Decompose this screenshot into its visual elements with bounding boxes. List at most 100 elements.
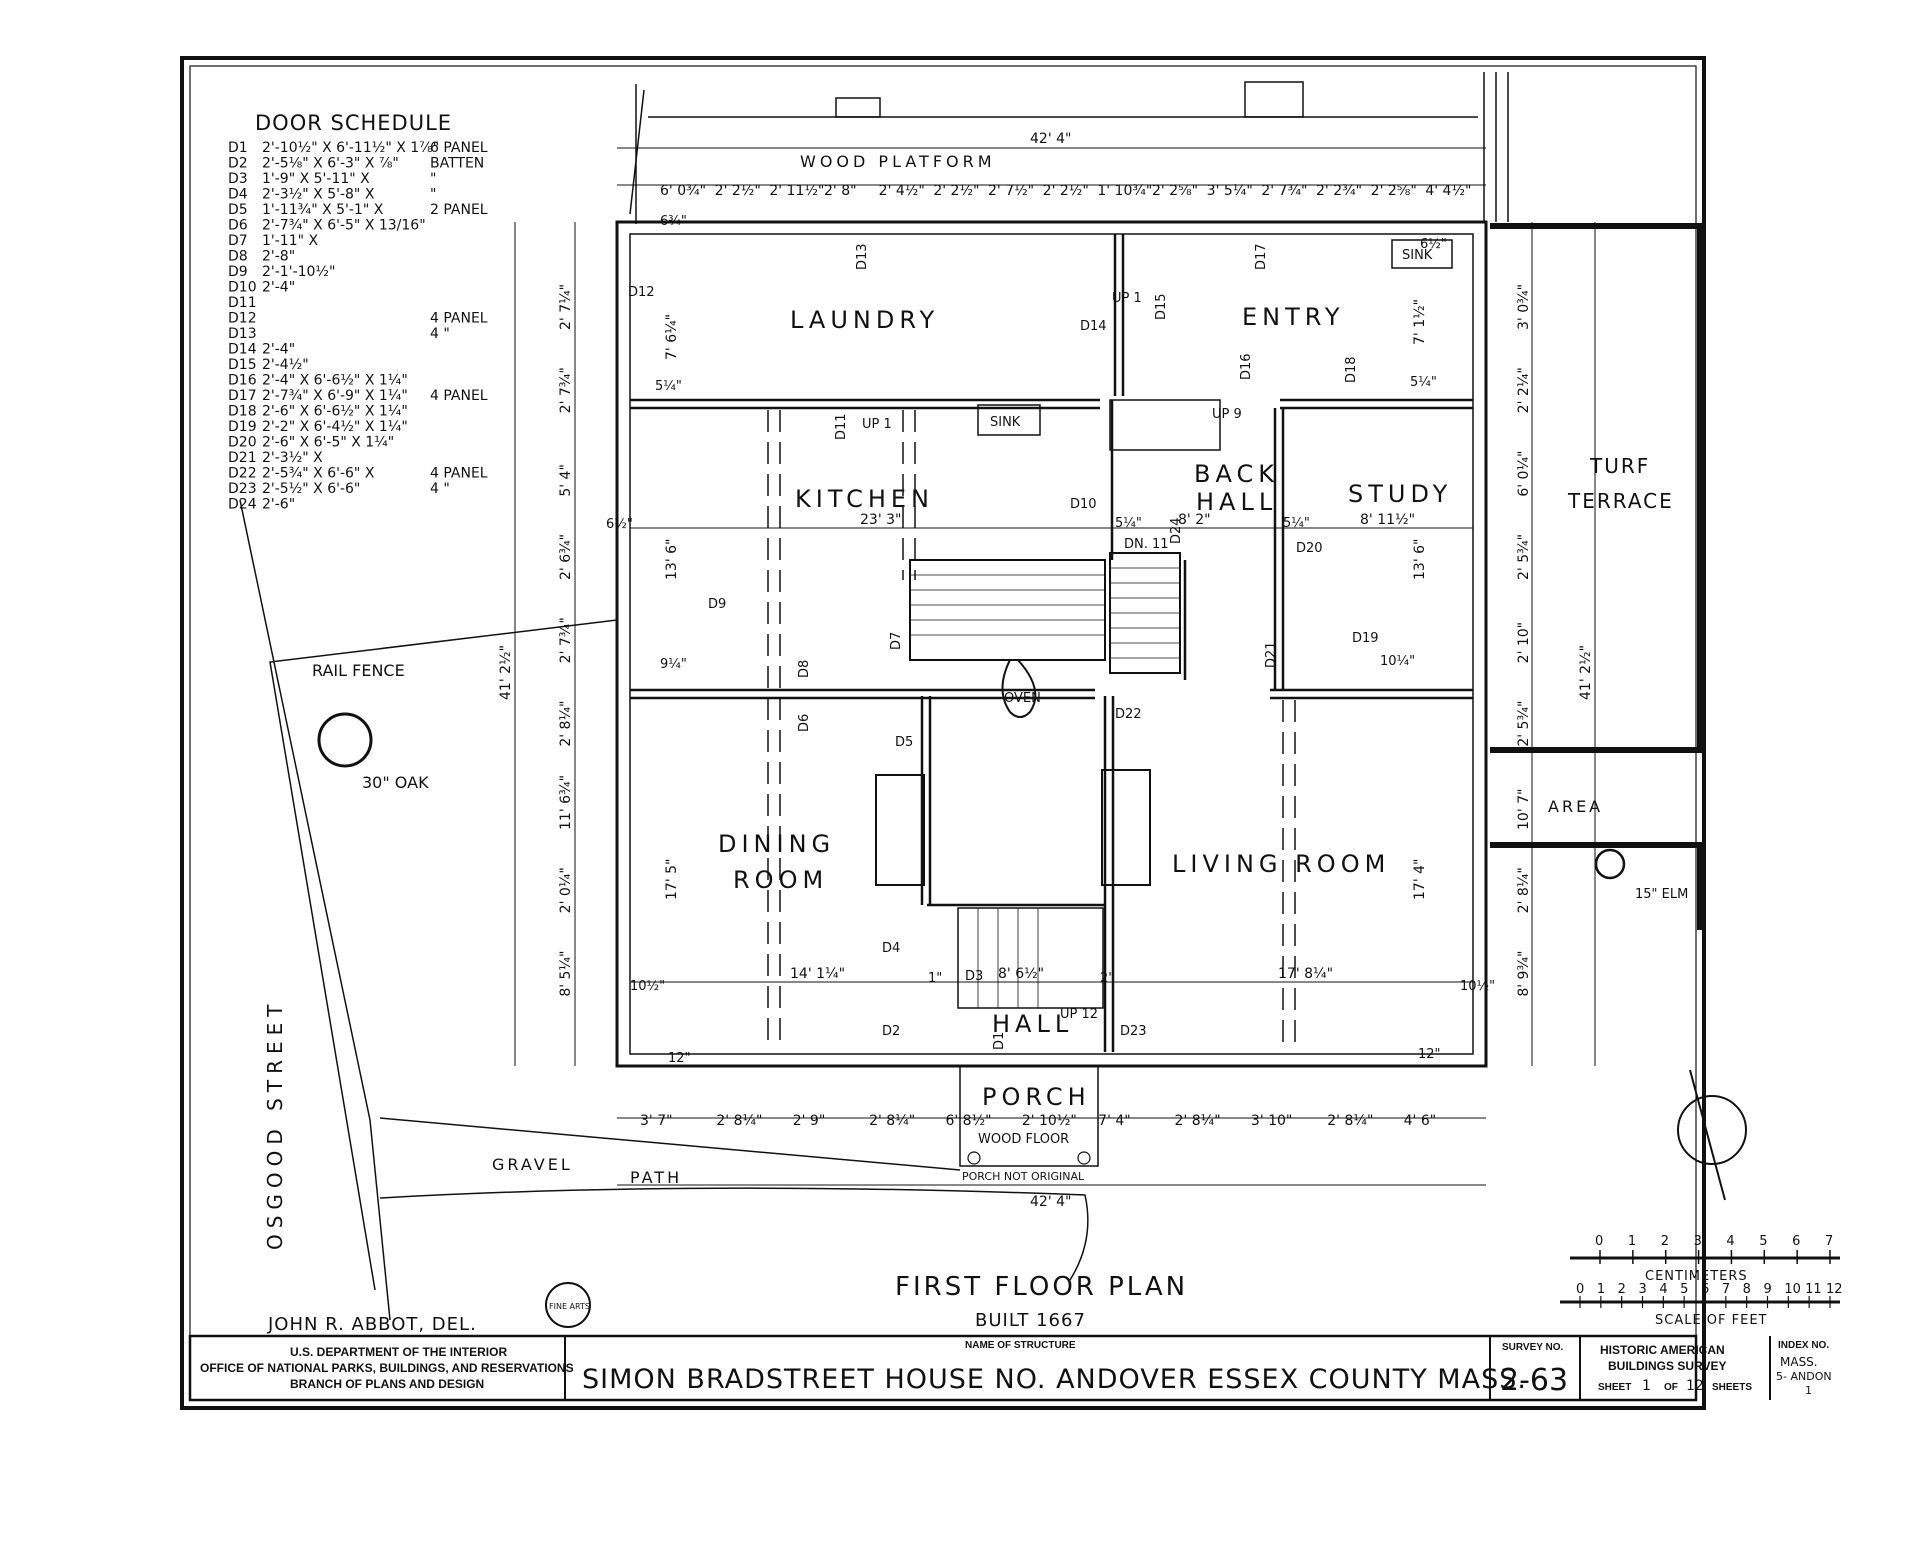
door-schedule-id: D10 bbox=[228, 280, 257, 296]
dim-right-string-labels: 3' 0¾"2' 2¼"6' 0¼"2' 5¾"2' 10"2' 5¾"10' … bbox=[1516, 284, 1532, 997]
name-of-structure-caption: NAME OF STRUCTURE bbox=[965, 1340, 1076, 1351]
door-tag-d20: D20 bbox=[1296, 541, 1323, 556]
door-schedule-size: 1'-9" X 5'-11" X bbox=[262, 171, 370, 187]
dim-right-value: 10' 7" bbox=[1516, 789, 1532, 830]
dim-left-value: 11' 6¾" bbox=[558, 775, 574, 830]
door-schedule-id: D12 bbox=[228, 311, 257, 327]
dim-small-labels: 6¾"6½"5¼"9¼"10½"10½"12"12"1"2"5¼"5¼"5¼"6… bbox=[606, 214, 1495, 1066]
door-schedule-id: D22 bbox=[228, 466, 257, 482]
dim-right-value: 8' 9¾" bbox=[1516, 951, 1532, 997]
entry-stair bbox=[1109, 399, 1221, 451]
cm-scale-label: 5 bbox=[1680, 1282, 1688, 1297]
door-schedule-id: D5 bbox=[228, 202, 248, 218]
kitchen-sink bbox=[977, 404, 1041, 436]
oven-label: OVEN bbox=[1004, 691, 1041, 706]
door-tag-d3: D3 bbox=[965, 969, 983, 984]
room-dining-2: ROOM bbox=[733, 866, 828, 894]
feet-scale-label: 3 bbox=[1694, 1234, 1702, 1249]
door-schedule-note: " bbox=[430, 187, 436, 203]
dept-line-2: OFFICE OF NATIONAL PARKS, BUILDINGS, AND… bbox=[200, 1361, 574, 1375]
dim-top-value: 4' 4½" bbox=[1425, 183, 1471, 199]
index-line-3: 1 bbox=[1805, 1384, 1812, 1397]
ceiling-beams bbox=[767, 410, 1296, 1050]
dim-bottom-value: 2' 8¼" bbox=[1327, 1113, 1373, 1129]
door-schedule-note: 4 " bbox=[430, 326, 450, 342]
hall-stair bbox=[957, 907, 1104, 1009]
dim-small-value: 10¼" bbox=[1380, 654, 1415, 669]
dim-overall-top-label: 42' 4" bbox=[1030, 131, 1071, 147]
index-caption: INDEX NO. bbox=[1778, 1340, 1829, 1351]
door-schedule-size: 1'-11¾" X 5'-1" X bbox=[262, 202, 384, 218]
hall-stair-treads bbox=[977, 908, 1039, 1008]
door-schedule-id: D23 bbox=[228, 481, 257, 497]
dim-living-width: 17' 8¼" bbox=[1278, 966, 1333, 982]
oak-tree bbox=[317, 712, 373, 768]
dimension-texts: 42' 4" 42' 4" 41' 2½" 41' 2½" 23' 3" 8' … bbox=[498, 131, 1594, 1210]
dept-line-1: U.S. DEPARTMENT OF THE INTERIOR bbox=[290, 1345, 507, 1359]
of-word: OF bbox=[1664, 1382, 1678, 1393]
outer-border bbox=[180, 56, 1706, 1410]
door-tag-d21: D21 bbox=[1264, 641, 1279, 668]
door-schedule-id: D9 bbox=[228, 264, 248, 280]
dn11-label: DN. 11 bbox=[1124, 537, 1169, 552]
dim-right-overall-label: 41' 2½" bbox=[1578, 645, 1594, 700]
door-schedule-size: 2'-4" bbox=[262, 342, 295, 358]
dim-small-value: 6½" bbox=[606, 517, 633, 532]
dim-left-value: 2' 7¼" bbox=[558, 284, 574, 330]
door-schedule-id: D2 bbox=[228, 156, 248, 172]
street-edge bbox=[239, 499, 391, 1321]
index-line-1: MASS. bbox=[1780, 1355, 1818, 1369]
dim-small-value: 5¼" bbox=[1410, 375, 1437, 390]
dim-bottom-string-labels: 3' 7"2' 8¼"2' 9"2' 8¼"6' 8½"2' 10½"7' 4"… bbox=[640, 1113, 1436, 1129]
feet-scale-label: 4 bbox=[1726, 1234, 1734, 1249]
door-schedule-size: 2'-3½" X bbox=[262, 450, 323, 466]
terrace-label: TERRACE bbox=[1567, 489, 1674, 513]
up9-label: UP 9 bbox=[1212, 407, 1242, 422]
dim-bottom-value: 2' 8¼" bbox=[1175, 1113, 1221, 1129]
dim-small-value: 12" bbox=[668, 1051, 691, 1066]
living-fireplace bbox=[1101, 769, 1151, 886]
path-label: PATH bbox=[630, 1168, 682, 1187]
door-tag-d22: D22 bbox=[1115, 707, 1142, 722]
dim-left-value: 2' 0¼" bbox=[558, 867, 574, 913]
dim-top-value: 2' 2⅝" bbox=[1152, 183, 1198, 199]
dim-small-value: 12" bbox=[1418, 1047, 1441, 1062]
room-living: LIVING ROOM bbox=[1172, 850, 1390, 878]
cm-scale-label: 6 bbox=[1701, 1282, 1709, 1297]
porch-outline bbox=[959, 1065, 1099, 1167]
dim-small-value: 10½" bbox=[630, 979, 665, 994]
plan-title: FIRST FLOOR PLAN bbox=[895, 1272, 1188, 1302]
dim-small-value: 2" bbox=[1100, 971, 1114, 986]
dim-top-value: 2' 2¾" bbox=[1316, 183, 1362, 199]
door-schedule-note: 4 PANEL bbox=[430, 388, 488, 404]
dim-entry-depth: 7' 1½" bbox=[1412, 299, 1428, 345]
dim-top-value: 2' 2½" bbox=[1043, 183, 1089, 199]
room-back-hall-2: HALL bbox=[1196, 488, 1277, 516]
cm-scale-label: 3 bbox=[1639, 1282, 1647, 1297]
rail-fence bbox=[269, 619, 618, 1291]
dim-bottom-value: 6' 8½" bbox=[945, 1113, 991, 1129]
fine-arts-seal-text: FINE ARTS bbox=[549, 1302, 590, 1311]
dim-kitchen-depth: 13' 6" bbox=[664, 539, 680, 580]
dim-left-overall-label: 41' 2½" bbox=[498, 645, 514, 700]
room-back-hall-1: BACK bbox=[1194, 460, 1279, 488]
inner-border bbox=[189, 65, 1697, 1401]
dim-bottom-value: 3' 7" bbox=[640, 1113, 673, 1129]
door-schedule-size: 2'-7¾" X 6'-5" X 13/16" bbox=[262, 218, 426, 234]
door-schedule-id: D1 bbox=[228, 140, 248, 156]
scale-of-feet-label: SCALE OF FEET bbox=[1655, 1313, 1768, 1328]
cm-scale-label: 12 bbox=[1826, 1282, 1843, 1297]
dim-top-value: 2' 7¾" bbox=[1261, 183, 1307, 199]
door-schedule-note: 2 PANEL bbox=[430, 202, 488, 218]
door-schedule-id: D17 bbox=[228, 388, 257, 404]
dim-right-value: 3' 0¾" bbox=[1516, 284, 1532, 330]
door-schedule-size: 2'-8" bbox=[262, 249, 295, 265]
door-schedule-id: D20 bbox=[228, 435, 257, 451]
room-laundry: LAUNDRY bbox=[790, 306, 939, 334]
up12-label: UP 12 bbox=[1060, 1007, 1098, 1022]
door-schedule-size: 2'-1'-10½" bbox=[262, 264, 335, 280]
door-schedule-id: D3 bbox=[228, 171, 248, 187]
room-kitchen: KITCHEN bbox=[795, 485, 934, 513]
structure-name: SIMON BRADSTREET HOUSE NO. ANDOVER ESSEX… bbox=[582, 1364, 1527, 1395]
door-tag-d5: D5 bbox=[895, 735, 913, 750]
